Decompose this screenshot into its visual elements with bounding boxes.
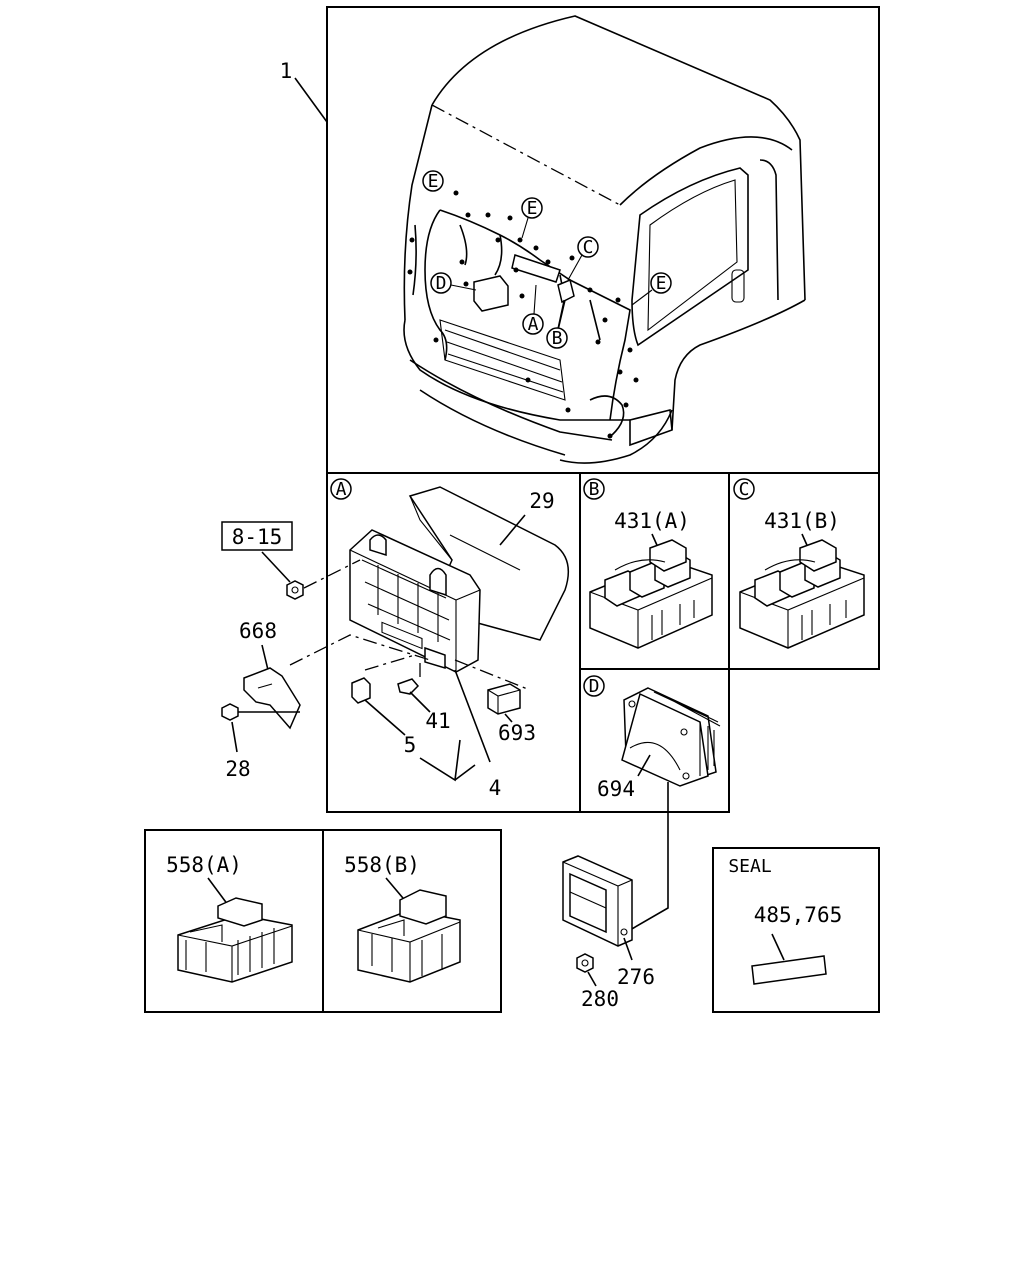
callout-e-2: E xyxy=(521,197,543,239)
fuse-5 xyxy=(351,677,371,704)
bracket-668 xyxy=(243,667,301,730)
svg-text:A: A xyxy=(528,314,539,335)
detail-d-callout: D xyxy=(583,675,605,697)
label-693: 693 xyxy=(498,721,536,745)
ref-8-15-box xyxy=(221,521,293,551)
relay-693 xyxy=(487,683,521,715)
bolt-28 xyxy=(221,703,239,721)
label-694: 694 xyxy=(597,777,635,801)
relay-431b xyxy=(739,539,865,649)
connector-558b: 558(B) xyxy=(344,853,461,983)
diagram-frames xyxy=(144,6,880,1013)
label-28: 28 xyxy=(225,757,250,781)
ecu-bracket-694 xyxy=(621,687,721,787)
callout-b: B xyxy=(546,299,568,349)
label-8-15: 8-15 xyxy=(232,525,283,549)
svg-text:E: E xyxy=(656,273,667,294)
label-4: 4 xyxy=(489,776,502,800)
label-5: 5 xyxy=(404,733,417,757)
cab-illustration: E E C D E A B xyxy=(294,15,806,464)
connector-558b-frame xyxy=(322,829,502,1013)
label-29: 29 xyxy=(529,489,554,513)
label-558b: 558(B) xyxy=(344,853,420,877)
svg-text:D: D xyxy=(589,676,600,697)
label-276: 276 xyxy=(617,965,655,989)
detail-b-callout: B xyxy=(583,478,605,500)
svg-text:E: E xyxy=(527,198,538,219)
connector-558a: 558(A) xyxy=(166,853,293,983)
detail-a-callout: A xyxy=(330,478,352,500)
svg-text:B: B xyxy=(589,479,600,500)
detail-d-frame xyxy=(579,668,730,813)
seal-panel: SEAL 485,765 xyxy=(728,856,843,985)
svg-text:C: C xyxy=(583,237,594,258)
seal-sticker xyxy=(751,955,827,985)
label-431b: 431(B) xyxy=(764,509,840,533)
callout-a: A xyxy=(522,284,544,335)
fuse-41 xyxy=(397,678,420,695)
label-1: 1 xyxy=(280,59,293,83)
svg-text:B: B xyxy=(552,328,563,349)
detail-c: C 431(B) xyxy=(733,478,865,649)
callout-e-3: E xyxy=(631,272,672,306)
seal-frame xyxy=(712,847,880,1013)
detail-c-frame xyxy=(728,472,880,670)
svg-text:C: C xyxy=(739,479,750,500)
svg-text:A: A xyxy=(336,479,347,500)
detail-c-callout: C xyxy=(733,478,755,500)
label-431a: 431(A) xyxy=(614,509,690,533)
detail-b: B 431(A) xyxy=(583,478,713,649)
detail-d: D 694 xyxy=(583,675,721,801)
label-668: 668 xyxy=(239,619,277,643)
relay-431a xyxy=(589,539,713,649)
nut xyxy=(286,580,304,600)
callout-e-1: E xyxy=(422,170,444,192)
svg-text:D: D xyxy=(436,273,447,294)
ecu-276: 276 280 xyxy=(562,782,669,1011)
label-280: 280 xyxy=(581,987,619,1011)
label-41: 41 xyxy=(425,709,450,733)
svg-text:E: E xyxy=(428,171,439,192)
nut-280 xyxy=(576,953,594,973)
detail-a: A 29 5 41 xyxy=(330,478,570,800)
callout-c: C xyxy=(567,236,599,281)
label-485-765: 485,765 xyxy=(754,903,843,927)
callout-d: D xyxy=(430,272,477,294)
seal-title: SEAL xyxy=(728,856,772,877)
label-558a: 558(A) xyxy=(166,853,242,877)
bracket-assembly: 8-15 668 28 xyxy=(221,521,431,781)
